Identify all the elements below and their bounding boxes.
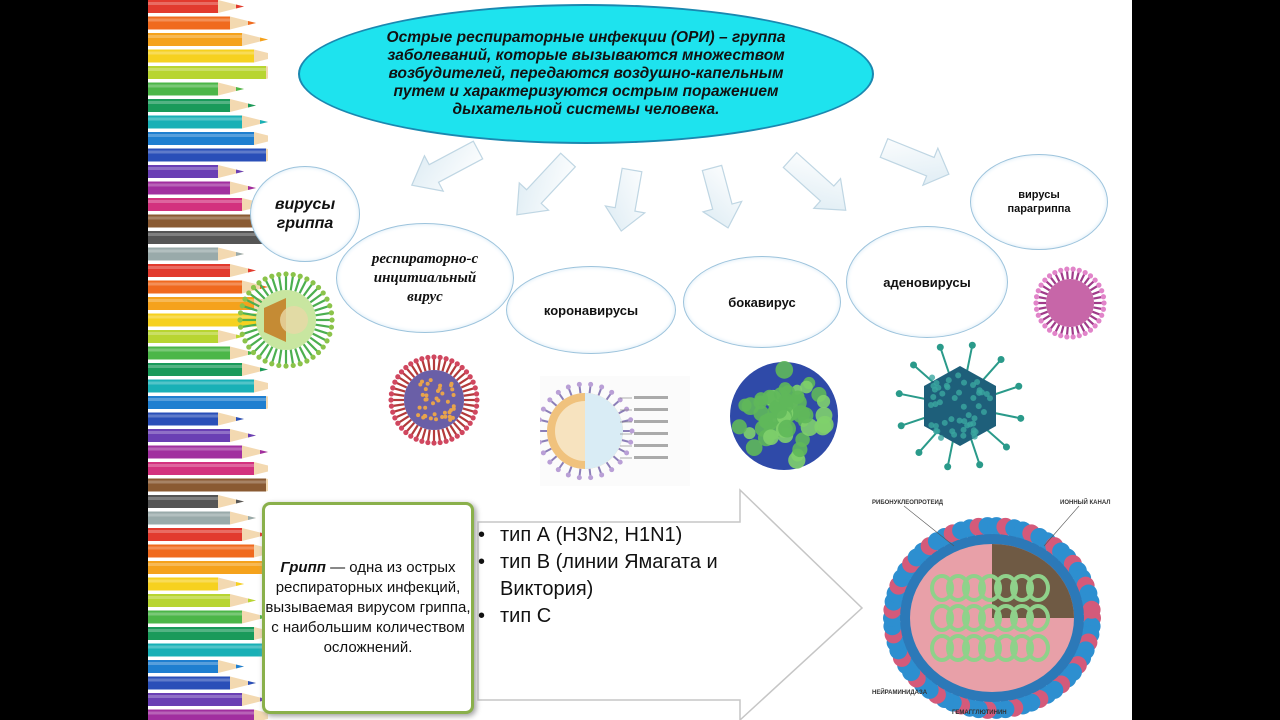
flu-type-b: тип В (линии Ямагата и Виктория) xyxy=(478,549,758,603)
pathogen-adeno: аденовирусы xyxy=(846,226,1008,338)
flu-types-list: тип А (H3N2, H1N1) тип В (линии Ямагата … xyxy=(478,522,758,630)
definition-text: Острые респираторные инфекции (ОРИ) – гр… xyxy=(370,29,802,119)
definition-ellipse: Острые респираторные инфекции (ОРИ) – гр… xyxy=(298,4,874,144)
adenovirus-image xyxy=(892,334,1028,474)
coronavirus-image xyxy=(540,376,690,486)
parainfluenza-virus-image xyxy=(1030,258,1110,348)
pathogen-corona: коронавирусы xyxy=(506,266,676,354)
label-neuraminidase: НЕЙРАМИНИДАЗА xyxy=(872,690,927,696)
influenza-virus-image xyxy=(234,268,338,372)
rsv-virus-image xyxy=(384,350,484,450)
flu-definition-box: Грипп — одна из острых респираторных инф… xyxy=(262,502,474,714)
pathogen-rsv: респираторно-синцитиальный вирус xyxy=(336,223,514,333)
pathogen-parainfluenza: вирусы парагриппа xyxy=(970,154,1108,250)
influenza-structure-diagram xyxy=(864,496,1120,720)
pathogen-boca: бокавирус xyxy=(683,256,841,348)
pathogen-influenza: вирусы гриппа xyxy=(250,166,360,262)
flu-type-c: тип С xyxy=(478,603,758,630)
label-ion-channel: ИОННЫЙ КАНАЛ xyxy=(1060,500,1110,506)
flu-term: Грипп xyxy=(280,559,325,576)
label-hemagglutinin: ГЕМАГГЛЮТИНИН xyxy=(952,710,1007,716)
label-ribonucleoprotein: РИБОНУКЛЕОПРОТЕИД xyxy=(872,500,943,506)
flu-type-a: тип А (H3N2, H1N1) xyxy=(478,522,758,549)
bocavirus-image xyxy=(728,360,840,472)
